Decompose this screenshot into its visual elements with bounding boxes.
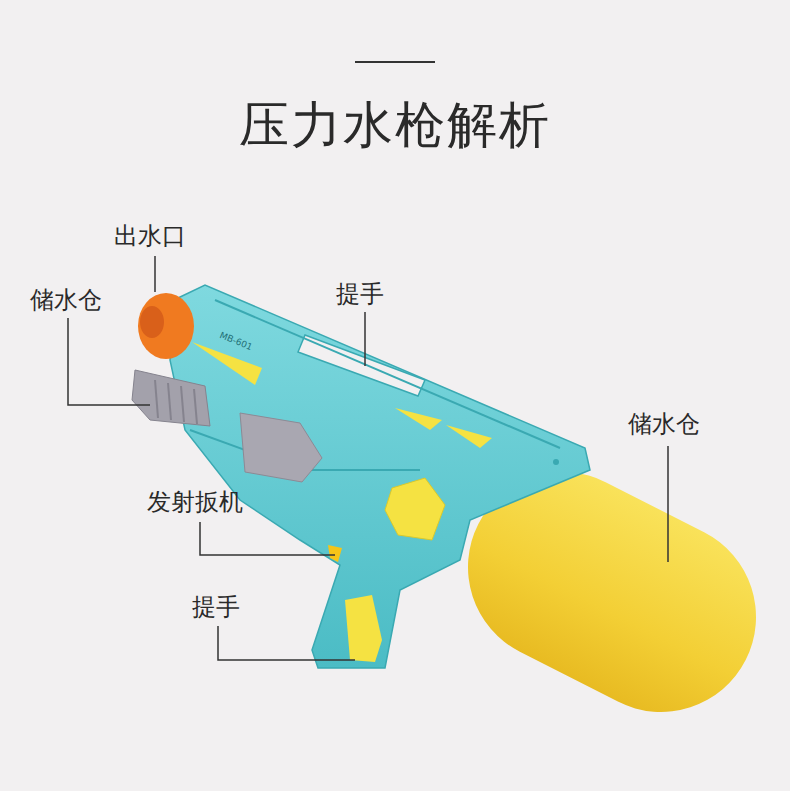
accent-hex <box>385 478 445 540</box>
pump-grip <box>132 370 210 426</box>
title-rule <box>355 61 435 63</box>
accent <box>395 408 442 430</box>
gun-body <box>170 285 590 668</box>
side-panel <box>240 413 322 482</box>
leader-lines <box>68 256 668 660</box>
part-label: 出水口 <box>114 221 186 251</box>
part-label: 储水仓 <box>30 285 102 315</box>
part-label: 储水仓 <box>628 409 700 439</box>
screw <box>553 459 559 465</box>
part-label: 发射扳机 <box>147 487 243 517</box>
nozzle-tip <box>140 306 164 338</box>
accent <box>446 425 492 448</box>
part-label: 提手 <box>192 592 240 622</box>
grip-patch <box>345 595 382 662</box>
nozzle <box>138 293 194 359</box>
trigger <box>328 545 342 562</box>
page-title: 压力水枪解析 <box>0 92 790 158</box>
pump-ridges <box>155 380 197 424</box>
part-label: 提手 <box>336 279 384 309</box>
